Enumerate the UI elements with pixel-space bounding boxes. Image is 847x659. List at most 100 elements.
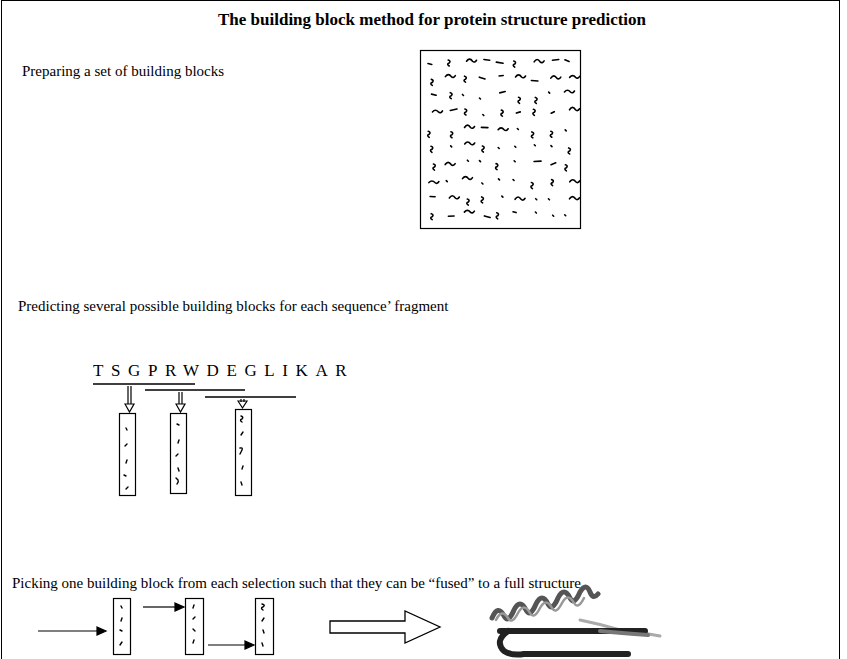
fragment [570,107,580,110]
fragment [431,79,433,85]
candidate-columns [120,410,252,496]
fragment [517,129,518,130]
fragment [430,146,432,152]
fragment [464,210,474,213]
fragment [569,197,579,200]
fragment [513,179,514,180]
fragment [467,160,468,161]
fragment [535,212,536,213]
fragment [445,162,455,165]
fragment [430,196,435,198]
fragment [428,131,430,137]
fragment [531,132,533,138]
fragment [515,197,525,200]
fragment [568,148,570,154]
fragment [450,132,452,138]
fragment [515,146,516,147]
fragment [484,59,490,61]
fragment [513,211,516,213]
fragment [448,215,454,217]
step-heading: Preparing a set of building blocks [22,62,224,80]
fragment [481,127,488,129]
fragment [533,109,535,115]
fragment [564,90,574,93]
fragment [531,80,538,82]
chosen-columns [114,599,274,655]
fragment [551,146,552,147]
fragment [464,109,466,115]
fragment [500,91,505,92]
fragment [482,183,483,184]
fragment [445,75,455,78]
fragment [484,216,490,218]
fragment [565,165,567,171]
fragment [431,214,433,220]
fragment [481,197,483,203]
fragment [550,131,552,137]
fragment [551,76,561,79]
fragment [518,97,520,103]
block-library-box [421,51,581,229]
fragment [462,177,472,180]
fragment [516,112,520,113]
fragment [498,128,508,131]
fragment [448,60,450,66]
fuse-arrow [330,611,440,643]
fragment [450,93,452,99]
fragment [501,110,503,116]
fragment [432,94,437,95]
fragment [498,148,499,149]
fragment [534,145,535,146]
fragment [516,75,526,78]
fragment [552,59,558,61]
fragment [551,112,554,114]
fragment [479,161,480,162]
chosen-marks [120,604,264,646]
fragment [565,215,566,216]
fragment [483,115,484,116]
fragment [499,75,503,77]
fragment [467,199,469,205]
step-heading: Predicting several possible building blo… [18,297,448,315]
fragment [534,59,544,62]
fragment [451,146,452,147]
fragment [565,60,569,62]
fragment [551,180,553,186]
fragment [553,215,554,216]
fragment [531,183,533,189]
fragment [464,76,466,82]
fragment [513,61,515,67]
fragment [433,164,435,170]
fragment [482,146,484,152]
fragment-marks [124,416,243,489]
fragment [502,196,503,197]
fragment [548,199,549,200]
fragment [446,181,447,182]
fragment [449,196,459,199]
fragment [479,77,485,79]
fragment [570,180,580,183]
fragment [465,142,475,145]
fragment [535,97,537,103]
fragment [498,179,499,180]
fragment [479,98,480,99]
fragment [462,94,463,95]
fragment [565,130,566,131]
fragment [496,164,498,170]
fragment [428,63,432,65]
fragment [450,109,457,111]
fragment [549,92,550,93]
fragment [465,125,475,128]
fragment [514,161,515,162]
fragment [534,160,541,162]
fragment [570,76,580,79]
step-heading: Picking one building block from each sel… [12,574,581,592]
down-arrows [125,386,247,412]
fragment [496,62,503,63]
fragment [432,110,442,113]
fragment [536,199,537,200]
diagram-title: The building block method for protein st… [218,10,646,30]
